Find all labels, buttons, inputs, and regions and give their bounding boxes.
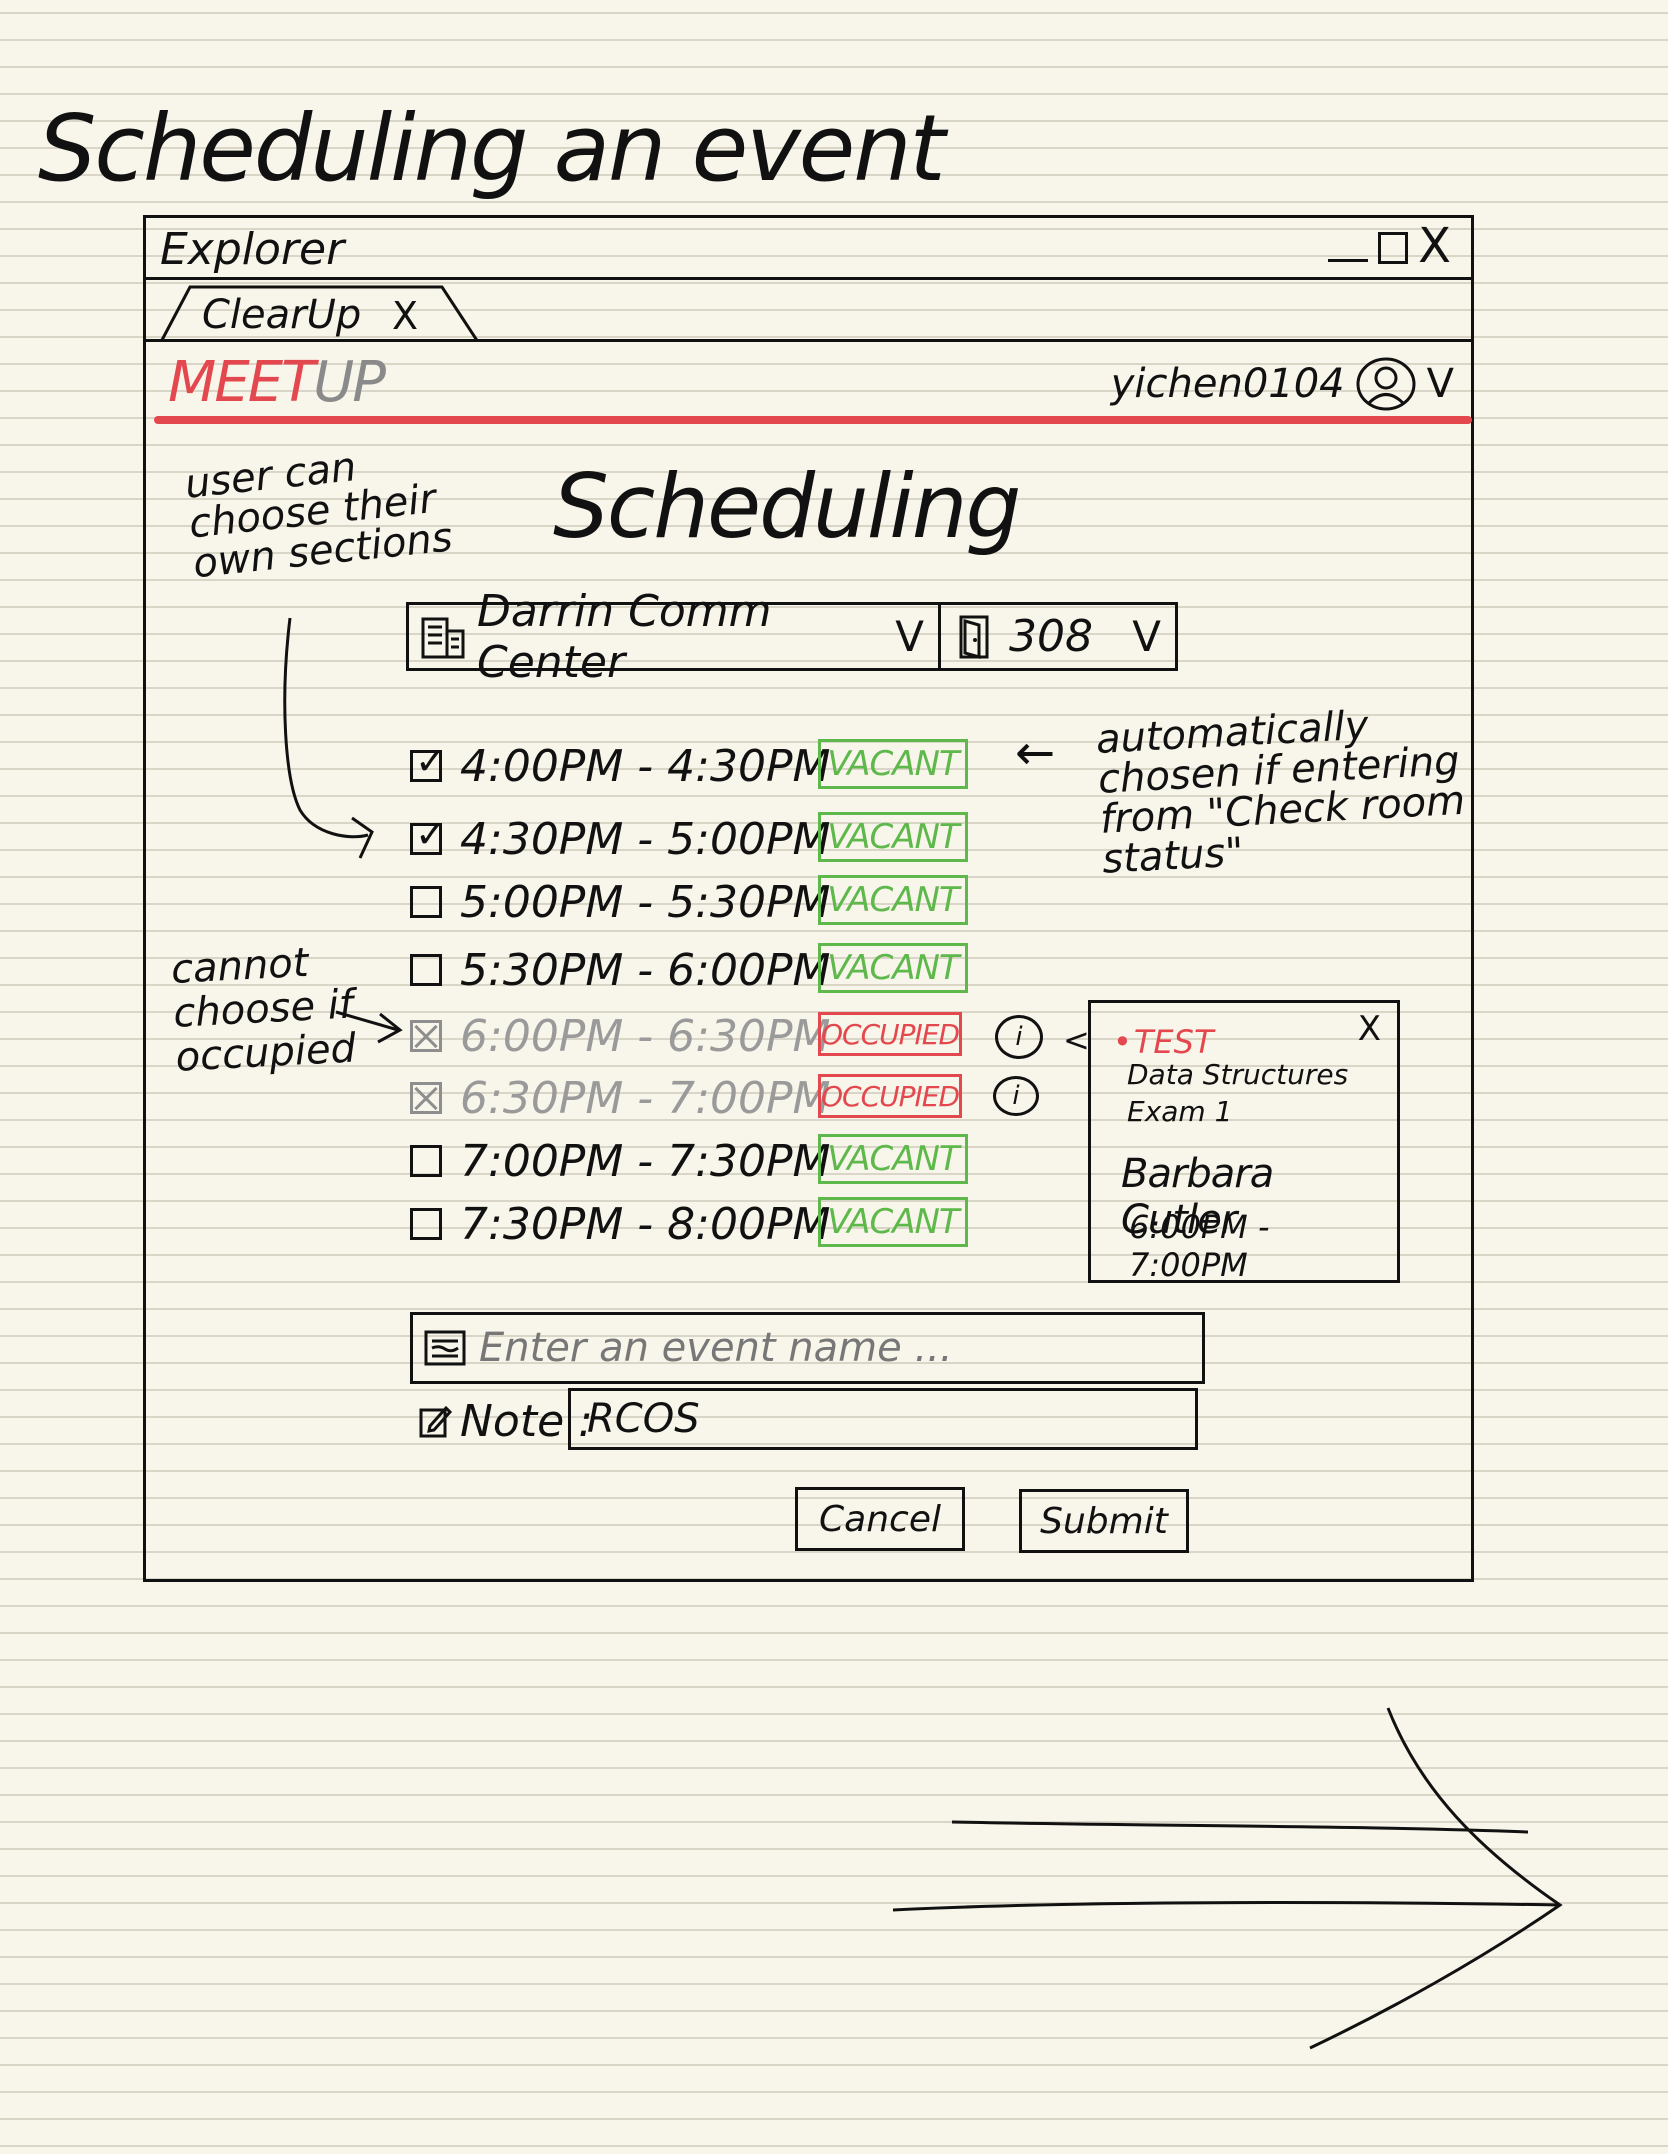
info-icon[interactable]: i (995, 1015, 1043, 1059)
logo-meet: MEET (168, 350, 315, 415)
user-menu[interactable]: yichen0104 V (1111, 356, 1454, 412)
event-exam: Exam 1 (1127, 1095, 1233, 1128)
door-icon (959, 615, 989, 659)
minimize-button[interactable] (1328, 226, 1369, 266)
annotation-arrow-icon: ← (1015, 725, 1056, 781)
slot-time: 4:00PM - 4:30PM (460, 740, 831, 792)
slot-checkbox-disabled (410, 1082, 442, 1114)
app-header: MEETUP yichen0104 V (154, 350, 1472, 424)
window-title: Explorer (160, 224, 345, 275)
cancel-button[interactable]: Cancel (795, 1487, 965, 1551)
popover-close-button[interactable]: X (1357, 1009, 1381, 1049)
tab-clearup[interactable]: ClearUp X (160, 284, 480, 342)
slot-time: 7:30PM - 8:00PM (460, 1198, 831, 1250)
tab-close-button[interactable]: X (392, 294, 419, 338)
room-value: 308 (1009, 611, 1093, 662)
time-slot[interactable]: 5:30PM - 6:00PM VACANT (410, 942, 968, 998)
slot-time: 5:30PM - 6:00PM (460, 944, 831, 996)
slot-status-badge: OCCUPIED (818, 1074, 962, 1118)
slot-time: 4:30PM - 5:00PM (460, 813, 831, 865)
building-select[interactable]: Darrin Comm Center V (406, 586, 941, 688)
next-page-arrow (892, 1901, 1561, 1912)
maximize-button[interactable] (1378, 232, 1409, 264)
chevron-down-icon: V (1132, 612, 1161, 661)
slot-checkbox[interactable] (410, 1208, 442, 1240)
slot-checkbox[interactable] (410, 1145, 442, 1177)
event-organizer: Barbara Cutler (1121, 1151, 1274, 1243)
time-slot[interactable]: 7:30PM - 8:00PM VACANT (410, 1196, 968, 1252)
tab-label: ClearUp (202, 292, 362, 338)
username: yichen0104 (1110, 361, 1345, 407)
chevron-down-icon: V (1426, 361, 1454, 407)
event-time: 6:00PM - 7:00PM (1129, 1208, 1270, 1284)
slot-time: 6:30PM - 7:00PM (460, 1072, 831, 1124)
time-slot: 6:30PM - 7:00PM OCCUPIED (410, 1070, 962, 1126)
edit-note-icon (419, 1405, 452, 1438)
header-divider (154, 416, 1472, 424)
window-close-button[interactable]: X (1418, 218, 1451, 274)
slot-status-badge: OCCUPIED (818, 1012, 962, 1056)
time-slot[interactable]: 4:30PM - 5:00PM VACANT (410, 811, 968, 867)
avatar-icon (1356, 357, 1416, 411)
page-title: Scheduling an event (38, 95, 946, 202)
slot-checkbox[interactable] (410, 886, 442, 918)
browser-window: Explorer X ClearUp X MEETUP yichen0104 (143, 215, 1474, 1582)
logo-up: UP (313, 350, 386, 415)
slot-checkbox[interactable] (410, 954, 442, 986)
section-title: Scheduling (553, 455, 1021, 558)
next-page-arrow (951, 1820, 1529, 1834)
slot-time: 5:00PM - 5:30PM (460, 876, 831, 928)
event-name-field[interactable] (410, 1312, 1205, 1384)
slot-checkbox[interactable] (410, 739, 447, 783)
slot-status-badge: VACANT (818, 943, 968, 993)
slot-status-badge: VACANT (818, 1134, 968, 1184)
event-course: Data Structures (1127, 1058, 1349, 1091)
slot-time: 6:00PM - 6:30PM (460, 1010, 831, 1062)
slot-status-badge: VACANT (818, 875, 968, 925)
submit-button[interactable]: Submit (1019, 1489, 1189, 1553)
slot-status-badge: VACANT (818, 812, 968, 862)
popover-pointer: < (1063, 1021, 1090, 1059)
building-icon (421, 617, 465, 658)
time-slot[interactable]: 4:00PM - 4:30PM VACANT (410, 738, 968, 794)
chevron-down-icon: V (895, 612, 924, 661)
card-icon (424, 1330, 466, 1366)
tab-outline (160, 285, 480, 342)
slot-time: 7:00PM - 7:30PM (460, 1135, 831, 1187)
note-field[interactable] (568, 1388, 1198, 1450)
tab-bar: ClearUp X (146, 280, 1471, 342)
time-slot: 6:00PM - 6:30PM OCCUPIED (410, 1008, 962, 1064)
event-type-tag: TEST (1113, 1023, 1214, 1061)
time-slot[interactable]: 5:00PM - 5:30PM VACANT (410, 874, 968, 930)
window-titlebar: Explorer X (146, 218, 1471, 280)
time-slot[interactable]: 7:00PM - 7:30PM VACANT (410, 1133, 968, 1189)
building-value: Darrin Comm Center (477, 585, 772, 688)
slot-checkbox-disabled (410, 1020, 442, 1052)
room-select[interactable]: 308 V (938, 602, 1178, 671)
note-row: Note : (418, 1388, 1198, 1454)
next-page-arrowhead (1309, 1707, 1563, 2050)
slot-status-badge: VACANT (818, 1197, 968, 1247)
info-icon[interactable]: i (993, 1076, 1039, 1116)
occupied-detail-popover: < X TEST Data Structures Exam 1 Barbara … (1063, 1000, 1400, 1284)
note-input[interactable] (585, 1395, 1195, 1443)
event-name-input[interactable] (477, 1324, 1202, 1372)
meetup-logo[interactable]: MEETUP (168, 350, 386, 415)
slot-checkbox[interactable] (410, 812, 447, 856)
window-controls: X (1328, 218, 1451, 274)
slot-status-badge: VACANT (818, 739, 968, 789)
